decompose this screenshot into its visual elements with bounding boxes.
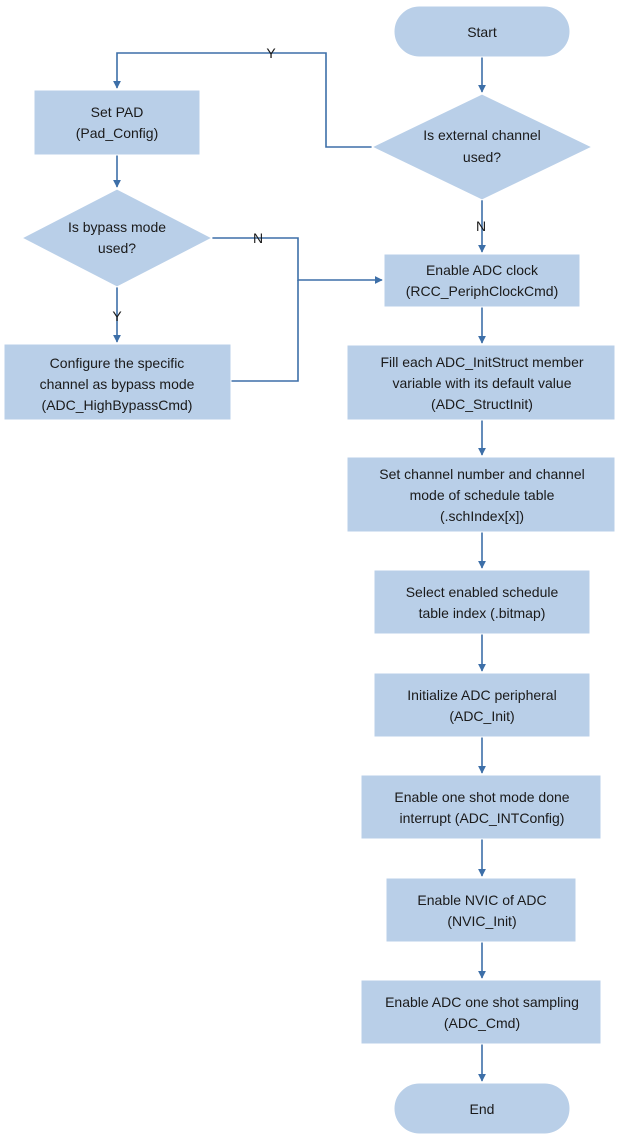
svg-text:(.schIndex[x]): (.schIndex[x]): [440, 508, 524, 524]
svg-text:(RCC_PeriphClockCmd): (RCC_PeriphClockCmd): [406, 283, 558, 299]
edge-label-bypass-no: N: [253, 230, 263, 246]
svg-text:(NVIC_Init): (NVIC_Init): [447, 913, 516, 929]
set-channel-step: Set channel number and channel mode of s…: [346, 456, 616, 533]
svg-text:(ADC_HighBypassCmd): (ADC_HighBypassCmd): [42, 397, 193, 413]
enable-interrupt-step: Enable one shot mode done interrupt (ADC…: [360, 774, 602, 840]
svg-text:Enable ADC one shot sampling: Enable ADC one shot sampling: [385, 994, 579, 1010]
connector-bypass-no-to-enable-clock: [212, 237, 383, 284]
enable-adc-clock-step: Enable ADC clock (RCC_PeriphClockCmd): [383, 253, 581, 308]
configure-bypass-step: Configure the specific channel as bypass…: [3, 343, 232, 421]
svg-text:variable with its default valu: variable with its default value: [393, 375, 572, 391]
svg-text:table index (.bitmap): table index (.bitmap): [419, 605, 546, 621]
svg-text:End: End: [470, 1101, 495, 1117]
svg-text:Set PAD: Set PAD: [91, 104, 144, 120]
initialize-adc-step: Initialize ADC peripheral (ADC_Init): [373, 672, 591, 738]
svg-text:Select enabled schedule: Select enabled schedule: [406, 584, 559, 600]
svg-text:Start: Start: [467, 24, 497, 40]
connector-ext-yes-to-set-pad: [113, 52, 372, 148]
svg-text:used?: used?: [463, 149, 501, 165]
edge-labels: Y N N Y: [112, 45, 486, 324]
svg-text:mode of schedule table: mode of schedule table: [410, 487, 555, 503]
svg-text:Enable ADC clock: Enable ADC clock: [426, 262, 539, 278]
svg-text:Enable NVIC of ADC: Enable NVIC of ADC: [417, 892, 546, 908]
select-schedule-index-step: Select enabled schedule table index (.bi…: [373, 569, 591, 635]
svg-text:Configure the specific: Configure the specific: [50, 355, 185, 371]
svg-text:channel as bypass mode: channel as bypass mode: [40, 376, 195, 392]
svg-text:(ADC_Init): (ADC_Init): [449, 708, 514, 724]
enable-sampling-step: Enable ADC one shot sampling (ADC_Cmd): [360, 979, 602, 1045]
bypass-mode-decision: Is bypass mode used?: [20, 188, 214, 288]
edge-label-ext-yes: Y: [266, 45, 276, 61]
svg-text:interrupt (ADC_INTConfig): interrupt (ADC_INTConfig): [400, 810, 565, 826]
svg-text:(ADC_StructInit): (ADC_StructInit): [431, 396, 533, 412]
svg-text:Fill each ADC_InitStruct membe: Fill each ADC_InitStruct member: [380, 354, 583, 370]
connectors: [113, 52, 486, 1082]
svg-text:(ADC_Cmd): (ADC_Cmd): [444, 1015, 520, 1031]
set-pad-step: Set PAD (Pad_Config): [33, 89, 201, 156]
connector-config-to-merge: [231, 280, 299, 382]
enable-nvic-step: Enable NVIC of ADC (NVIC_Init): [385, 877, 577, 943]
svg-text:used?: used?: [98, 240, 136, 256]
svg-text:Is bypass mode: Is bypass mode: [68, 219, 166, 235]
svg-text:Is external channel: Is external channel: [423, 127, 541, 143]
svg-text:Enable one shot mode done: Enable one shot mode done: [394, 789, 569, 805]
edge-label-ext-no: N: [476, 218, 486, 234]
svg-text:(Pad_Config): (Pad_Config): [76, 125, 159, 141]
edge-label-bypass-yes: Y: [112, 308, 122, 324]
external-channel-decision: Is external channel used?: [370, 93, 594, 201]
svg-text:Initialize ADC peripheral: Initialize ADC peripheral: [407, 687, 556, 703]
svg-text:Set channel number and channel: Set channel number and channel: [379, 466, 584, 482]
end-node: End: [393, 1082, 571, 1135]
start-node: Start: [393, 5, 571, 58]
fill-init-struct-step: Fill each ADC_InitStruct member variable…: [346, 344, 616, 421]
